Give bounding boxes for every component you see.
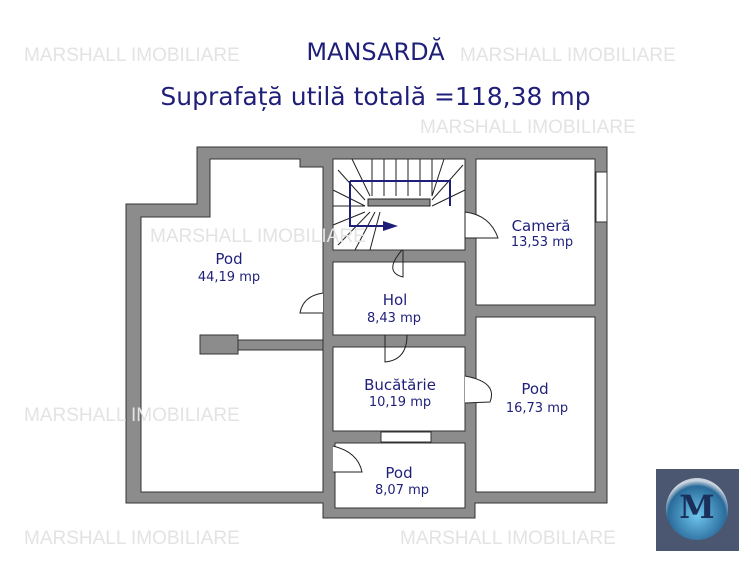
logo-letter: M: [679, 488, 715, 526]
room-area: 13,53 mp: [511, 235, 573, 250]
stairs: [332, 158, 466, 251]
room-pod-right: [475, 316, 596, 493]
window: [380, 431, 432, 443]
watermark: MARSHALL IMOBILIARE: [24, 405, 240, 426]
wall-stub: [237, 339, 324, 351]
total-area: Suprafață utilă totală =118,38 mp: [160, 82, 591, 111]
room-label: Pod: [385, 464, 412, 482]
company-logo: M: [656, 469, 739, 551]
watermark: MARSHALL IMOBILIARE: [400, 528, 616, 549]
room-label: Cameră: [512, 217, 571, 235]
room-area: 10,19 mp: [369, 395, 431, 410]
watermark: MARSHALL IMOBILIARE: [24, 528, 240, 549]
room-label: Bucătărie: [364, 376, 436, 394]
room-area: 8,07 mp: [375, 483, 429, 498]
room-area: 16,73 mp: [506, 401, 568, 416]
doors: [299, 211, 499, 473]
room-pod-small: [334, 442, 466, 509]
room-bucatarie: [332, 346, 466, 432]
page-title: MANSARDĂ: [306, 38, 445, 66]
room-label: Pod: [215, 250, 242, 268]
watermark: MARSHALL IMOBILIARE: [150, 226, 366, 247]
watermark: MARSHALL IMOBILIARE: [460, 45, 676, 66]
room-area: 8,43 mp: [367, 311, 421, 326]
room-label: Hol: [383, 291, 408, 309]
room-label: Pod: [521, 380, 548, 398]
room-hol: [332, 261, 466, 336]
room-area: 44,19 mp: [198, 270, 260, 285]
watermark: MARSHALL IMOBILIARE: [420, 117, 636, 138]
chimney: [199, 334, 239, 355]
watermark: MARSHALL IMOBILIARE: [24, 45, 240, 66]
window: [595, 171, 608, 223]
room-pod-large: [140, 158, 324, 493]
